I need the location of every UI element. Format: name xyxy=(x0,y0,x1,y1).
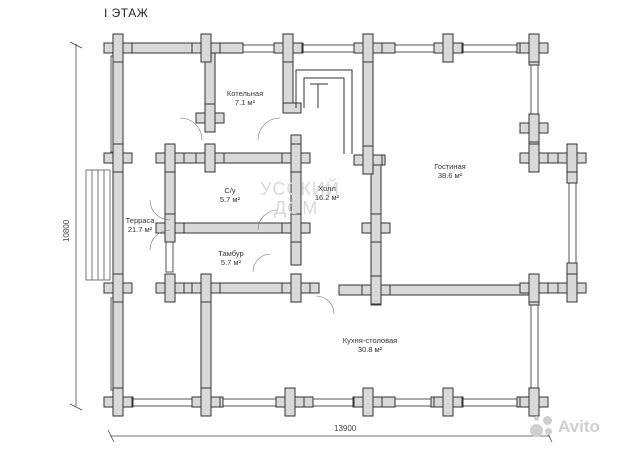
room-name: Холл xyxy=(318,184,336,193)
log-joint xyxy=(362,387,374,417)
log-joint xyxy=(284,387,296,417)
log-wall xyxy=(370,284,538,296)
log-joint xyxy=(290,213,302,243)
log-joint xyxy=(370,213,382,243)
log-joint xyxy=(200,387,212,417)
log-joint xyxy=(200,273,212,303)
room-name: Кухня-столовая xyxy=(342,336,398,345)
room-area: 38.6 м² xyxy=(437,171,463,180)
room-area: 30.8 м² xyxy=(357,345,383,354)
room-boiler: Котельная 7.1 м² xyxy=(227,89,263,107)
room-kitchen-dining: Кухня-столовая 30.8 м² xyxy=(343,336,397,354)
log-joint xyxy=(290,143,302,173)
door-swings xyxy=(149,117,335,315)
log-joint xyxy=(528,273,540,303)
log-joint xyxy=(112,387,124,417)
log-joint xyxy=(112,33,124,63)
floor-title: I ЭТАЖ xyxy=(104,6,149,20)
watermark: УССКИЙ ДОМ xyxy=(260,180,340,218)
avito-logo: Avito xyxy=(530,416,600,438)
log-joint xyxy=(370,275,382,305)
room-name: Тамбур xyxy=(218,249,244,258)
room-area: 5.7 м² xyxy=(219,195,241,204)
room-name: Терраса xyxy=(125,216,155,225)
staircase xyxy=(295,69,353,154)
log-joint xyxy=(290,273,302,303)
log-joint xyxy=(112,273,124,303)
log-joint xyxy=(528,113,540,143)
log-joint xyxy=(566,273,578,303)
room-name: С/у xyxy=(224,186,236,195)
log-joint xyxy=(112,143,124,173)
room-bathroom: С/у 5.7 м² xyxy=(220,186,240,204)
watermark-line-2: ДОМ xyxy=(274,198,319,218)
log-wall xyxy=(164,222,302,234)
log-joint xyxy=(204,103,216,133)
log-joint xyxy=(200,33,212,63)
avito-logo-text: Avito xyxy=(558,417,600,436)
room-vestibule: Тамбур 5.7 м² xyxy=(218,249,243,267)
log-wall xyxy=(112,42,124,408)
log-joint xyxy=(362,33,374,63)
log-joint xyxy=(164,273,176,303)
walls xyxy=(103,33,587,417)
width-dimension: 13900 xyxy=(334,424,357,433)
room-hall: Холл 16.2 м² xyxy=(315,184,339,202)
room-name: Гостиная xyxy=(434,162,466,171)
log-joint xyxy=(164,143,176,173)
log-joint xyxy=(442,387,454,417)
log-joint xyxy=(528,33,540,63)
log-joint xyxy=(442,33,454,63)
log-joint xyxy=(282,33,294,63)
log-joint xyxy=(566,143,578,173)
terrace-steps xyxy=(85,169,111,281)
log-wall xyxy=(164,152,302,164)
dimension-lines xyxy=(69,41,553,443)
room-area: 5.7 м² xyxy=(220,258,242,267)
log-joint xyxy=(528,387,540,417)
room-area: 21.7 м² xyxy=(127,225,153,234)
watermark-line-1: УССКИЙ xyxy=(260,179,340,199)
room-terrace: Терраса 21.7 м² xyxy=(126,216,155,234)
avito-dots-icon xyxy=(530,416,554,438)
room-name: Котельная xyxy=(226,89,264,98)
log-joint xyxy=(528,143,540,173)
log-joint xyxy=(362,145,374,175)
room-area: 7.1 м² xyxy=(234,98,256,107)
log-wall xyxy=(282,102,302,114)
room-living: Гостиная 38.6 м² xyxy=(434,162,465,180)
log-joint xyxy=(204,143,216,173)
room-area: 16.2 м² xyxy=(314,193,340,202)
height-dimension: 10800 xyxy=(62,219,71,242)
log-joint xyxy=(164,213,176,243)
